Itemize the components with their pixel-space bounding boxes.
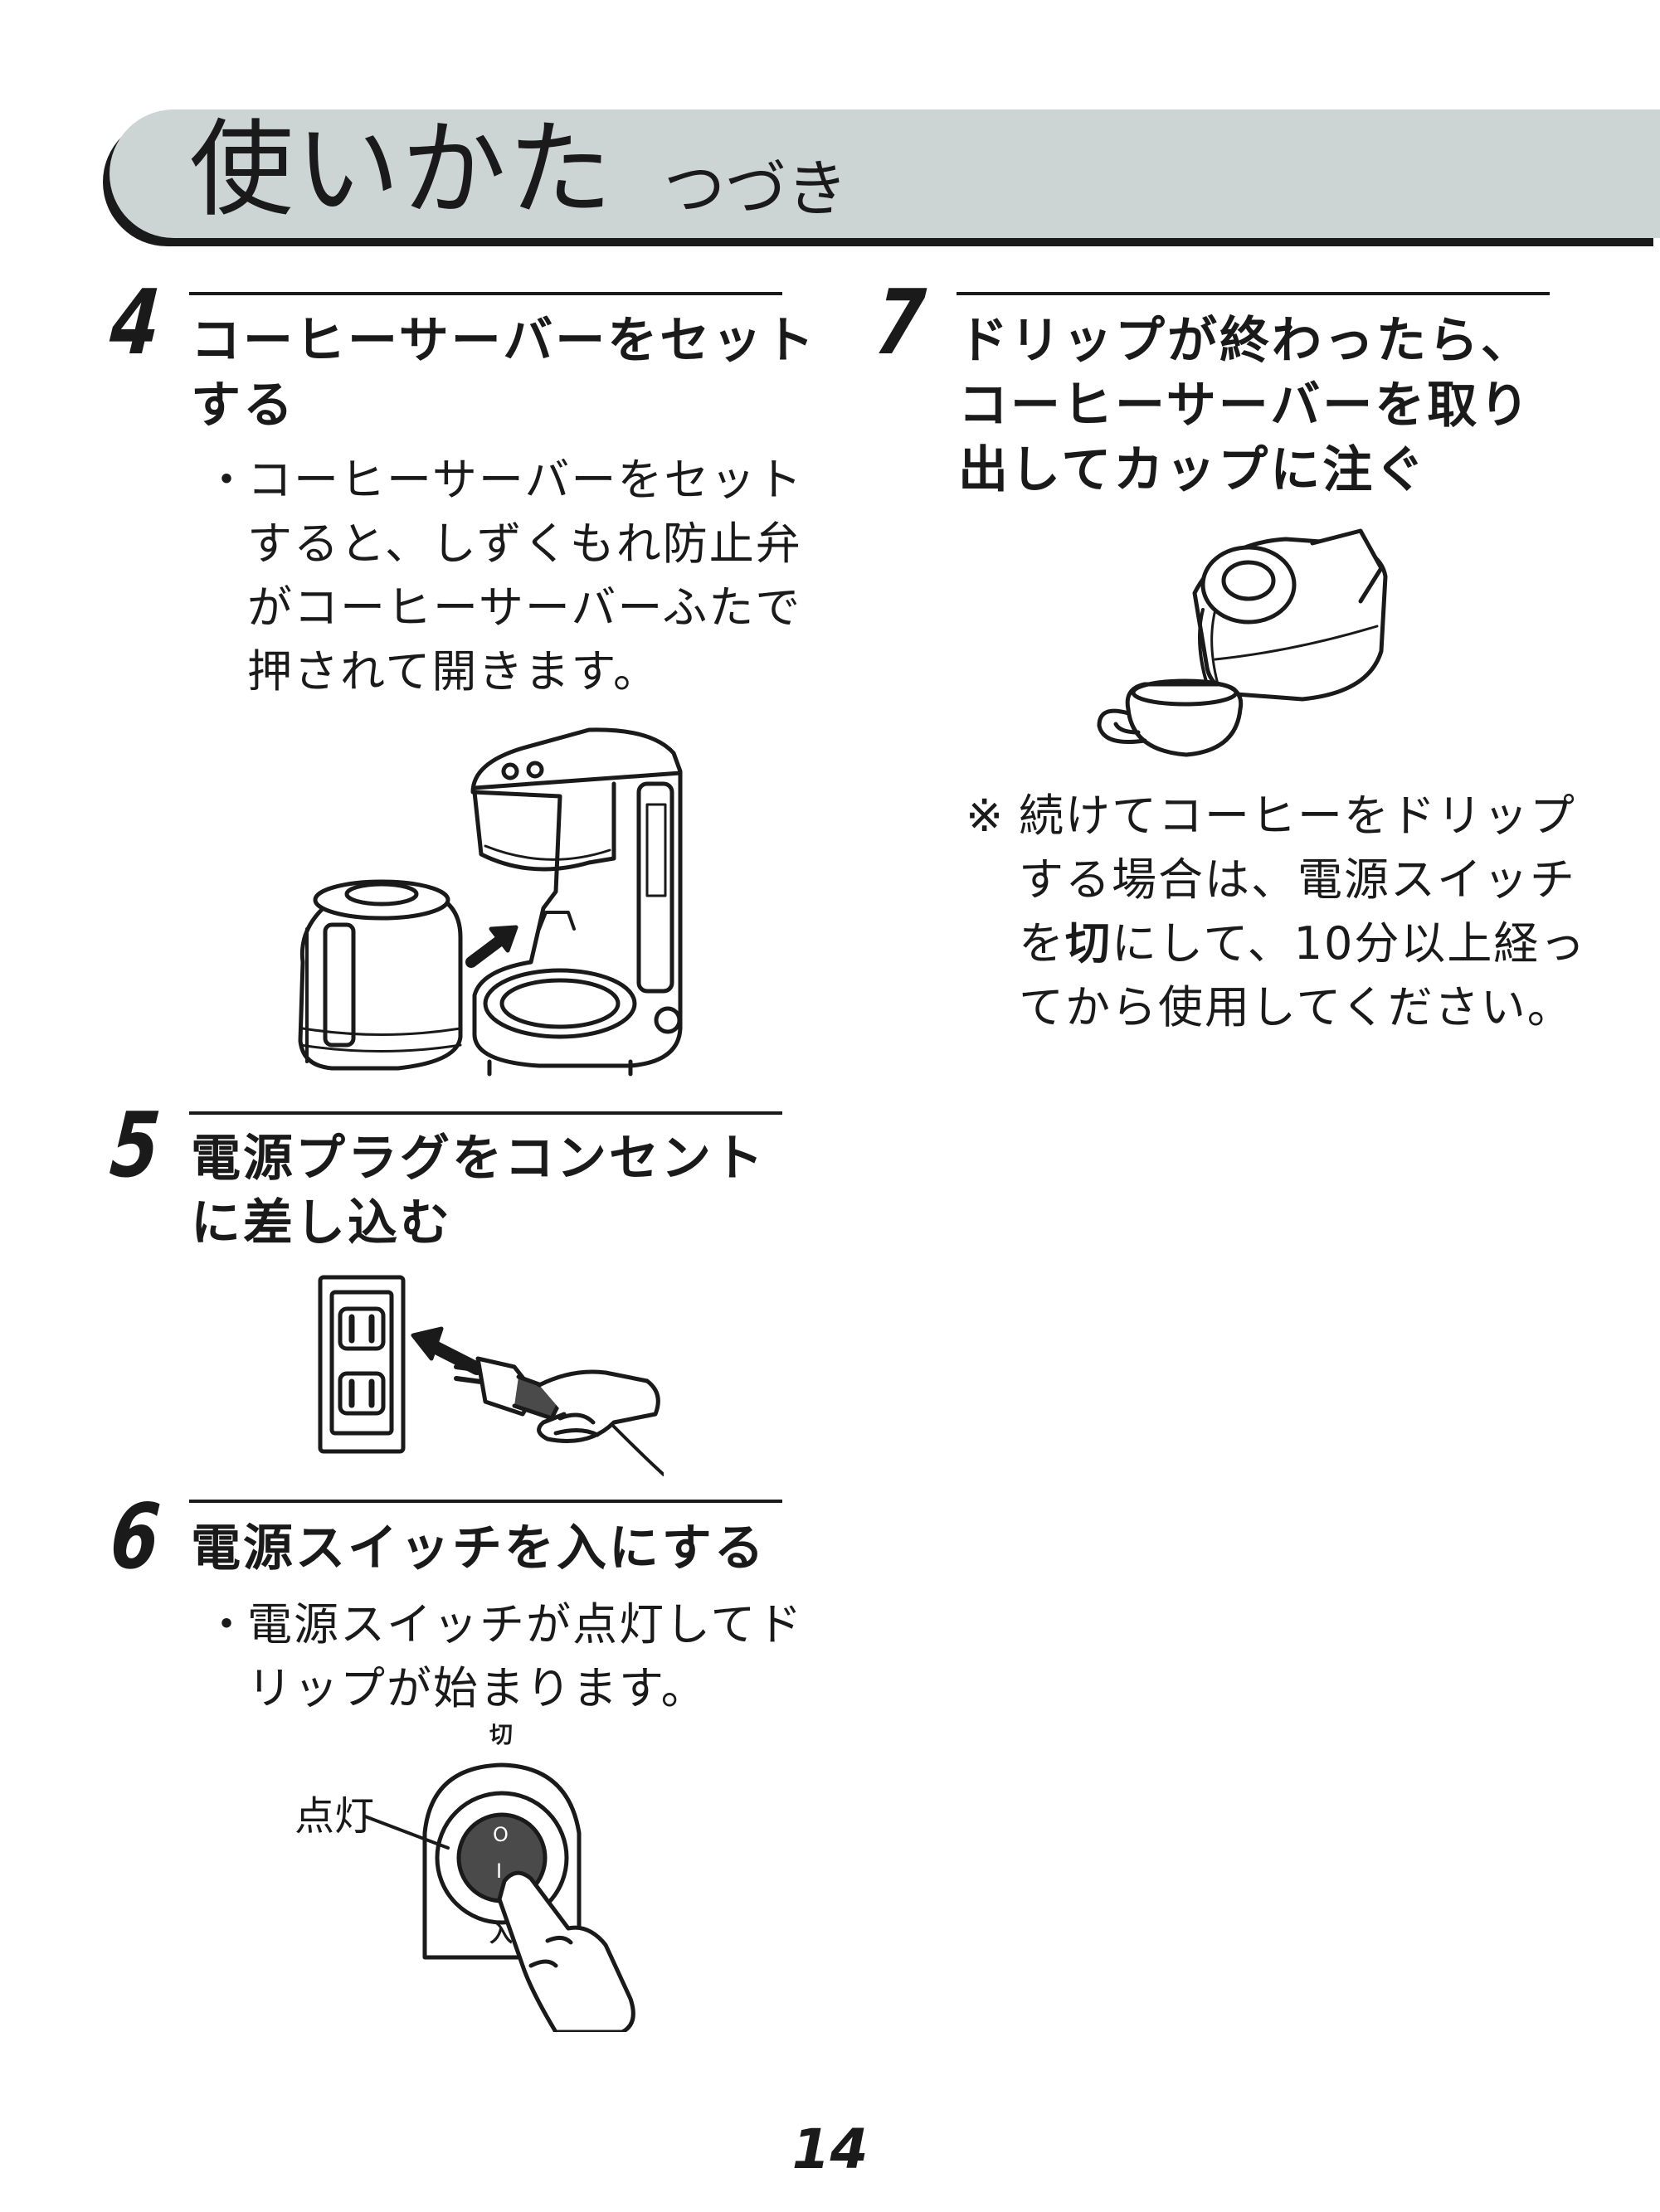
step-4-number: 4 (106, 271, 164, 375)
page-number: 14 (791, 2117, 869, 2181)
bullet-mark: ・ (204, 1598, 251, 1650)
page-title: 使いかた (189, 109, 614, 231)
note-line: を切にして、10分以上経っ (1019, 912, 1586, 975)
switch-on-symbol: I (496, 1860, 503, 1883)
step-6-number: 6 (106, 1485, 164, 1589)
note-bold-text: 切 (1065, 917, 1112, 970)
note-text: を (1019, 917, 1065, 970)
coffee-maker-illustration (298, 727, 683, 1077)
step-5-title-line: に差し込む (191, 1194, 452, 1252)
note-line: てから使用してください。 (1019, 981, 1574, 1033)
step-7-title-line: 出してカップに注ぐ (958, 441, 1428, 499)
lit-indicator-label: 点灯 (295, 1793, 375, 1840)
bullet-line: がコーヒーサーバーふたで (247, 581, 802, 634)
note-mark: ※ (966, 790, 1005, 842)
bullet-line: すると、しずくもれ防止弁 (247, 518, 802, 570)
note-line: する場合は、電源スイッチ (1019, 853, 1576, 906)
power-switch-illustration: 切 入 点灯 O I (282, 1717, 672, 2032)
step-7-title-line: コーヒーサーバーを取り (958, 377, 1532, 435)
step-4-title-line: する (191, 377, 295, 435)
step-7-number: 7 (871, 271, 929, 375)
drip-again-note: ※ 続けてコーヒーをドリップ する場合は、電源スイッチ を切にして、10分以上経… (966, 784, 1586, 1039)
pouring-coffee-illustration (1097, 528, 1388, 757)
step-7-title-line: ドリップが終わったら、 (958, 312, 1533, 370)
note-line: 続けてコーヒーをドリップ (1019, 790, 1576, 842)
bullet-mark: ・ (204, 454, 251, 506)
section-header-bar (110, 109, 1660, 238)
step-6-rule (189, 1500, 782, 1503)
step-7-rule (957, 292, 1550, 295)
switch-on-label: 入 (489, 1920, 514, 1947)
bullet-line: 電源スイッチが点灯してド (247, 1598, 804, 1650)
step-5-number: 5 (106, 1094, 164, 1198)
step-4-rule (189, 292, 782, 295)
step-6-title: 電源スイッチを入にする (191, 1516, 767, 1581)
bullet-line: コーヒーサーバーをセット (247, 454, 804, 506)
switch-off-label: 切 (489, 1721, 514, 1748)
step-4-title-line: コーヒーサーバーをセット (191, 312, 817, 370)
step-6-title-line: 電源スイッチを入にする (191, 1519, 767, 1578)
step-7-title: ドリップが終わったら、 コーヒーサーバーを取り 出してカップに注ぐ (958, 309, 1533, 503)
step-5-rule (189, 1111, 782, 1115)
bullet-line: 押されて開きます。 (247, 645, 660, 698)
step-5-title: 電源プラグをコンセント に差し込む (191, 1126, 766, 1256)
note-text: にして、10分以上経っ (1112, 917, 1587, 970)
bullet-line: リップが始まります。 (247, 1662, 708, 1714)
step-4-bullet: ・ コーヒーサーバーをセット すると、しずくもれ防止弁 がコーヒーサーバーふたで… (204, 448, 804, 703)
step-4-title: コーヒーサーバーをセット する (191, 309, 816, 438)
switch-off-symbol: O (493, 1823, 509, 1846)
page-subtitle: つづき (664, 153, 848, 225)
step-6-bullet: ・ 電源スイッチが点灯してド リップが始まります。 (204, 1592, 804, 1720)
step-5-title-line: 電源プラグをコンセント (191, 1130, 766, 1188)
power-outlet-plug-illustration (318, 1275, 664, 1476)
